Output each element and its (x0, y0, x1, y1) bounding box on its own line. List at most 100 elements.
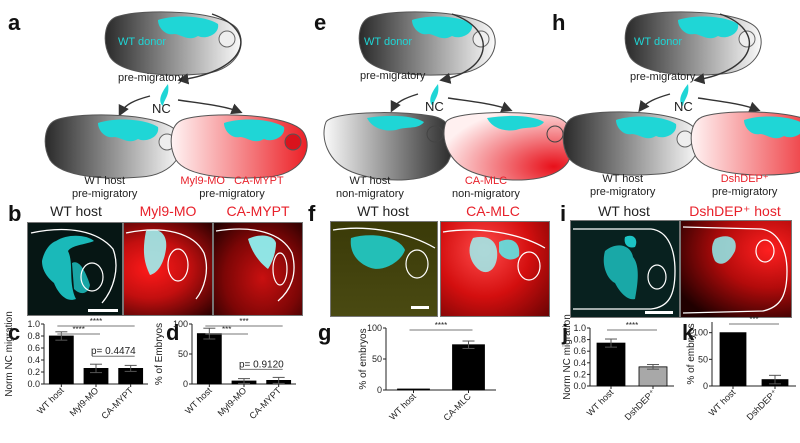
x-tick-label: Myl9-MO (68, 385, 101, 418)
y-tick-label: 1.0 (573, 323, 586, 333)
eye-circle (218, 30, 236, 48)
y-tick-label: 0.8 (27, 331, 40, 341)
host-left-label: WT host pre-migratory (590, 173, 656, 198)
micro-title: WT host (50, 203, 102, 219)
significance-stars: **** (72, 325, 84, 334)
y-tick-label: 0 (377, 385, 382, 395)
y-tick-label: 50 (372, 354, 382, 364)
significance-stars: **** (90, 317, 102, 326)
donor-label: WT donor (118, 36, 167, 48)
y-tick-label: 0.8 (573, 335, 586, 345)
host-right-label: CA-MLC non-migratory (452, 175, 520, 200)
bar (397, 388, 430, 391)
y-tick-label: 0.6 (573, 346, 586, 356)
y-tick-label: 100 (693, 328, 708, 338)
micro-title: CA-MYPT (226, 203, 290, 219)
micro-title: WT host (357, 203, 409, 219)
y-tick-label: 100 (367, 323, 382, 333)
y-tick-label: 0.4 (27, 355, 40, 365)
y-tick-label: 1.0 (27, 319, 40, 329)
micrograph-wt-host (330, 221, 438, 317)
bar (719, 332, 747, 387)
significance-stars: *** (239, 317, 248, 326)
panel-label-k: k (682, 320, 695, 345)
significance-stars: *** (749, 315, 758, 324)
significance-stars: **** (626, 321, 638, 330)
nc-label: NC (425, 99, 444, 114)
y-axis-label: % of Embryos (154, 323, 165, 385)
y-tick-label: 0.4 (573, 358, 586, 368)
y-axis-label: % of embryos (686, 323, 697, 384)
donor-state: pre-migratory (360, 70, 426, 82)
donor-embryo (104, 11, 242, 76)
micro-title: WT host (598, 203, 650, 219)
micrograph-myl9-mo (123, 222, 213, 316)
neural-crest-shape (158, 16, 219, 39)
scale-bar (645, 311, 673, 314)
x-tick-label: CA-MYPT (99, 385, 135, 421)
nc-label: NC (152, 101, 171, 116)
donor-state: pre-migratory (630, 71, 696, 83)
y-tick-label: 0 (703, 381, 708, 391)
host-left-label: WT host pre-migratory (72, 175, 138, 200)
micrograph-ca-mlc (440, 221, 550, 317)
bar (48, 335, 74, 385)
y-tick-label: 50 (178, 349, 188, 359)
host-embryo-left (323, 112, 454, 181)
y-tick-label: 0.2 (573, 369, 586, 379)
x-tick-label: DshDEP⁺ (745, 387, 780, 422)
y-tick-label: 100 (173, 319, 188, 329)
x-tick-label: CA-MLC (441, 391, 473, 423)
significance-stars: **** (435, 321, 447, 330)
y-axis-label: Norm NC migration (4, 311, 15, 397)
schematic-a (44, 11, 308, 179)
micrograph-wt-host (27, 222, 123, 316)
y-tick-label: 0.0 (573, 381, 586, 391)
host-embryo-right (170, 114, 308, 179)
x-tick-label: CA-MYPT (247, 385, 283, 421)
x-tick-label: WT host (585, 387, 616, 418)
donor-label: WT donor (634, 36, 683, 48)
bar (638, 366, 668, 387)
panel-label-a: a (8, 10, 21, 35)
x-tick-label: DshDEP⁺ (623, 387, 658, 422)
panel-label-f: f (308, 201, 316, 226)
micro-title: Myl9-MO (139, 203, 197, 219)
p-value-label: p= 0.4474 (91, 346, 136, 357)
panel-label-j: j (562, 320, 569, 345)
micrograph-dshdep-host (680, 220, 792, 318)
bar (452, 344, 485, 391)
panel-label-i: i (560, 201, 567, 226)
x-tick-label: WT host (183, 385, 214, 416)
y-tick-label: 0.2 (27, 367, 40, 377)
panel-label-g: g (318, 320, 332, 345)
donor-state: pre-migratory (118, 72, 184, 84)
scale-bar (88, 309, 118, 312)
panel-label-e: e (314, 10, 327, 35)
x-tick-label: WT host (707, 387, 738, 418)
x-tick-label: WT host (387, 391, 418, 422)
chart-g: 0 50 100% of embryos WT host CA-MLC **** (358, 321, 496, 423)
bar (196, 333, 222, 385)
panel-label-h: h (552, 10, 566, 35)
p-value-label: p= 0.9120 (239, 359, 284, 370)
scale-bar (411, 306, 429, 309)
panel-label-c: c (8, 320, 21, 345)
y-tick-label: 0.6 (27, 343, 40, 353)
nc-label: NC (674, 99, 693, 114)
host-embryo-right (443, 112, 574, 181)
y-axis-label: Norm NC migration (562, 314, 573, 400)
micro-title: DshDEP⁺ host (689, 203, 781, 219)
bar (596, 342, 626, 387)
x-tick-label: Myl9-MO (216, 385, 249, 418)
y-axis-label: % of embryos (358, 328, 369, 389)
host-embryo-left (562, 111, 700, 176)
host-right-label: DshDEP⁺ pre-migratory (712, 173, 778, 198)
host-embryo-right (690, 111, 800, 176)
x-tick-label: WT host (35, 385, 66, 416)
y-tick-label: 0 (183, 379, 188, 389)
